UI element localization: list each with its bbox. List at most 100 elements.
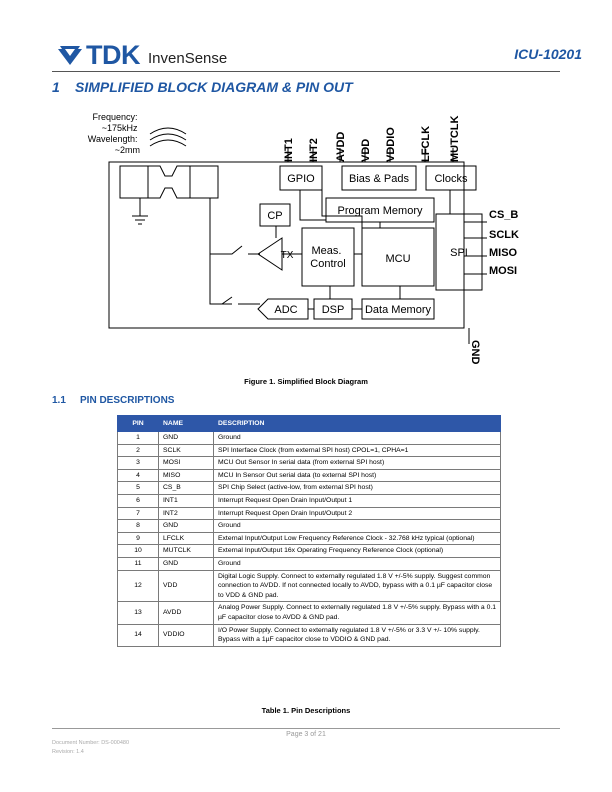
subsection-heading: 1.1 PIN DESCRIPTIONS [52, 395, 174, 406]
cell-description: MCU Out Sensor In serial data (from exte… [213, 456, 501, 470]
subsection-title: PIN DESCRIPTIONS [80, 395, 175, 406]
cell-pin: 1 [117, 431, 159, 445]
block-bias-pads: Bias & Pads [349, 173, 409, 185]
cell-pin: 7 [117, 506, 159, 521]
block-mcu: MCU [385, 253, 410, 265]
ground-icon [132, 198, 148, 225]
cell-pin: 5 [117, 481, 159, 495]
cell-description: Digital Logic Supply. Connect to externa… [213, 569, 501, 603]
block-spi: SPI [450, 247, 468, 259]
top-pins: INT1 INT2 AVDD VDD VDDIO LFCLK MUTCLK [283, 116, 461, 162]
header-name: NAME [158, 415, 214, 432]
cell-name: LFCLK [158, 531, 214, 546]
transducer-icon [119, 127, 219, 199]
block-diagram: Frequency: ~175kHz Wavelength: ~2mm INT1… [88, 112, 519, 365]
cell-description: Interrupt Request Open Drain Input/Outpu… [213, 506, 501, 521]
logo-brand: TDK [86, 40, 141, 70]
cell-name: GND [158, 519, 214, 533]
cell-pin: 10 [117, 544, 159, 558]
meas-line1: Meas. [311, 245, 341, 257]
transducer-label: Frequency: ~175kHz Wavelength: ~2mm [88, 112, 140, 155]
pin-label-vddio: VDDIO [385, 127, 397, 162]
cell-name: MUTCLK [158, 544, 214, 558]
cell-description: I/O Power Supply. Connect to externally … [213, 623, 501, 647]
cell-description: SPI Interface Clock (from external SPI h… [213, 443, 501, 458]
block-meas-control: Meas. Control [310, 245, 345, 270]
cell-description: Ground [213, 556, 501, 571]
cell-description: SPI Chip Select (active-low, from extern… [213, 481, 501, 495]
logo-subbrand: InvenSense [148, 49, 228, 67]
cell-name: INT2 [158, 506, 214, 521]
cell-description: External Input/Output Low Frequency Refe… [213, 531, 501, 546]
cell-description: External Input/Output 16x Operating Freq… [213, 544, 501, 558]
cell-pin: 2 [117, 443, 159, 458]
wavelength-label: Wavelength: [88, 134, 138, 144]
meas-line2: Control [310, 258, 345, 270]
document-title: ICU-10201 [514, 46, 582, 62]
cell-description: Analog Power Supply. Connect to external… [213, 601, 501, 625]
block-program-memory: Program Memory [338, 205, 423, 217]
cell-name: MOSI [158, 456, 214, 470]
pin-label-cs-b: CS_B [489, 209, 518, 221]
block-cp: CP [267, 210, 282, 222]
pin-label-sclk: SCLK [489, 229, 519, 241]
cell-description: MCU In Sensor Out serial data (to extern… [213, 468, 501, 483]
block-adc: ADC [274, 304, 297, 316]
cell-name: MISO [158, 468, 214, 483]
cell-pin: 3 [117, 456, 159, 470]
section-heading: 1 SIMPLIFIED BLOCK DIAGRAM & PIN OUT [52, 79, 353, 95]
section-title: SIMPLIFIED BLOCK DIAGRAM & PIN OUT [75, 79, 353, 95]
cell-name: GND [158, 556, 214, 571]
tx-amp-icon [257, 237, 283, 271]
cell-name: GND [158, 431, 214, 445]
figure-caption: Figure 1. Simplified Block Diagram [244, 377, 368, 386]
cell-pin: 14 [117, 623, 159, 647]
chip-outline [108, 161, 465, 329]
table-header-row: PIN NAME DESCRIPTION [117, 415, 501, 432]
pin-label-int1: INT1 [283, 138, 295, 162]
cell-pin: 11 [117, 556, 159, 571]
pin-label-avdd: AVDD [335, 132, 347, 162]
cell-pin: 4 [117, 468, 159, 483]
section-number: 1 [52, 79, 60, 95]
pin-label-mosi: MOSI [489, 265, 517, 277]
cell-pin: 8 [117, 519, 159, 533]
freq-label: Frequency: [92, 112, 137, 122]
block-dsp: DSP [322, 304, 345, 316]
cell-pin: 12 [117, 569, 159, 603]
header-description: DESCRIPTION [213, 415, 501, 432]
page-number: Page 3 of 21 [286, 731, 326, 738]
freq-value: ~175kHz [102, 123, 138, 133]
subsection-number: 1.1 [52, 395, 66, 406]
pin-label-lfclk: LFCLK [420, 126, 432, 162]
cell-description: Ground [213, 431, 501, 445]
pin-label-vdd: VDD [360, 139, 372, 162]
cell-name: VDDIO [158, 623, 214, 647]
revision: Revision: 1.4 [52, 749, 84, 755]
cell-name: INT1 [158, 493, 214, 508]
block-tx: TX [281, 250, 294, 261]
cell-pin: 6 [117, 493, 159, 508]
block-clocks: Clocks [434, 173, 468, 185]
pin-label-int2: INT2 [308, 138, 320, 162]
cell-description: Ground [213, 519, 501, 533]
cell-name: VDD [158, 569, 214, 603]
block-gpio: GPIO [287, 173, 315, 185]
table-caption: Table 1. Pin Descriptions [261, 706, 351, 715]
wavelength-value: ~2mm [115, 145, 140, 155]
